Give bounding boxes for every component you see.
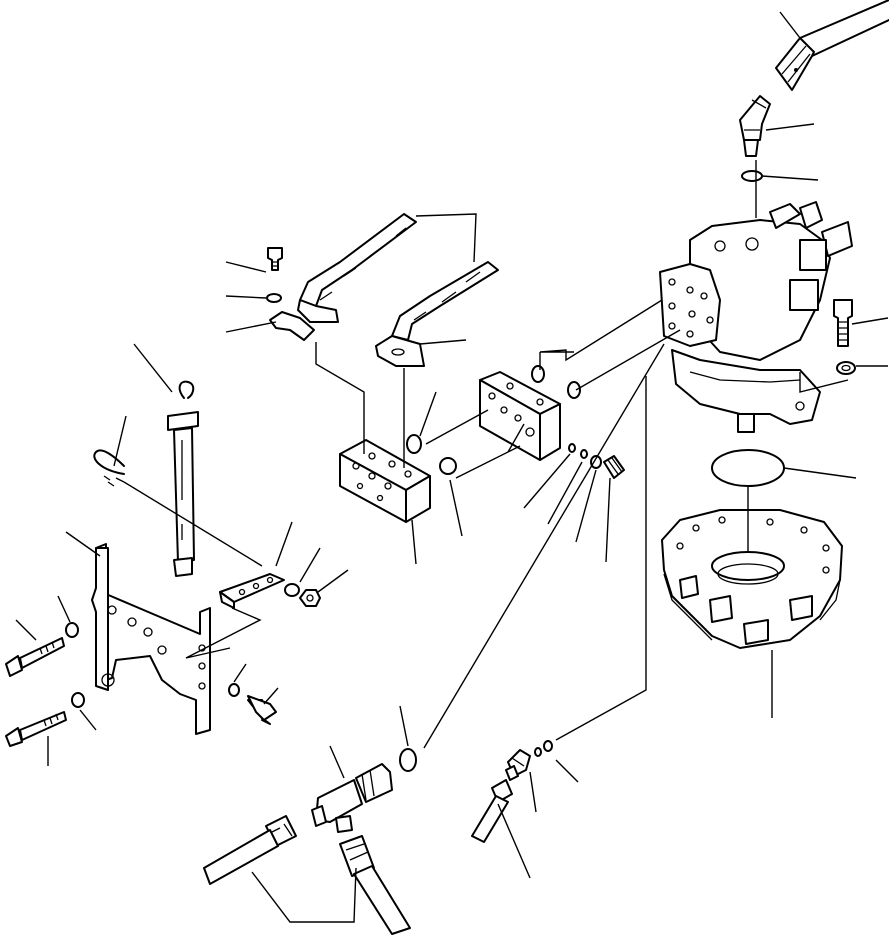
upper-hose: [775, 0, 889, 91]
small-hose: [471, 779, 513, 843]
small-ring: [580, 449, 588, 459]
washer: [284, 583, 300, 597]
o-ring: [439, 457, 457, 475]
manifold-block-right: [479, 371, 561, 461]
small-ring: [543, 740, 553, 752]
motor-bolt: [833, 299, 853, 347]
clamp: [269, 311, 315, 341]
bolt-upper-left: [5, 637, 65, 677]
hook-cylinder: [167, 380, 199, 577]
leader-lines: [15, 11, 889, 923]
washer: [266, 293, 282, 303]
lower-hose-right: [339, 835, 411, 935]
o-ring: [741, 170, 763, 182]
pipe-left: [297, 213, 417, 323]
lower-hose-left: [203, 815, 297, 885]
nut: [299, 589, 321, 607]
small-elbow-fitting: [505, 749, 531, 781]
o-ring: [531, 365, 545, 383]
washer: [71, 692, 85, 708]
bracket: [91, 543, 211, 735]
washer: [836, 361, 856, 375]
small-ring: [568, 443, 576, 453]
elbow-fitting: [739, 95, 771, 157]
gear-housing: [661, 509, 843, 649]
bolt-lower-left: [5, 711, 67, 747]
u-bolt: [93, 449, 125, 487]
clamp-strip: [219, 573, 285, 609]
bolt-right-bracket: [247, 695, 277, 725]
washer: [590, 455, 602, 469]
pipe-right: [375, 261, 499, 367]
plug: [603, 455, 625, 479]
small-ring: [534, 747, 542, 757]
pipe-bolt: [267, 247, 283, 271]
large-o-ring: [711, 449, 785, 487]
tee-fitting: [311, 763, 393, 833]
washer: [65, 622, 79, 638]
manifold-block-left: [339, 439, 431, 523]
washer: [228, 683, 240, 697]
swing-motor: [659, 201, 853, 433]
o-ring: [399, 748, 417, 772]
o-ring: [406, 434, 422, 454]
o-ring: [567, 381, 581, 399]
